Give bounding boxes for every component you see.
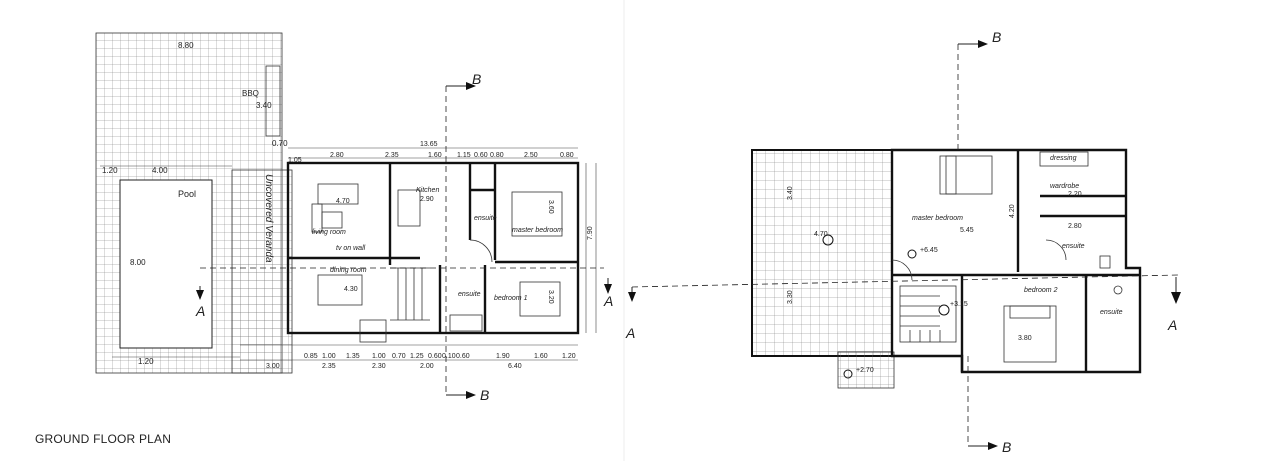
kitchen-label: Kitchen: [416, 187, 439, 194]
ensuite2-label: ensuite: [1100, 309, 1123, 316]
bedroom2-dim: 3.80: [1018, 335, 1032, 342]
ground-floor-outline: [286, 161, 580, 335]
bottom-dims-row-2: 3.00 2.35 2.30 2.00 6.40: [266, 363, 522, 370]
bottom-dim: 1.35: [346, 353, 360, 360]
master-bedroom-ff-label: master bedroom: [912, 215, 963, 222]
first-floor-outline: [890, 148, 1142, 374]
left-dim-bottom: 1.20: [138, 357, 154, 366]
master-bedroom-label: master bedroom: [512, 227, 563, 234]
bottom-dim: 1.00: [372, 353, 386, 360]
bottom-dim: 1.90: [496, 353, 510, 360]
ensuite-label-2: ensuite: [458, 291, 481, 298]
terrace: [751, 149, 893, 357]
dressing-label: dressing: [1050, 155, 1077, 162]
overall-top-dim: 13.65: [420, 141, 438, 148]
top-dim-7: 0.80: [490, 152, 504, 159]
top-dim-3: 2.35: [385, 152, 399, 159]
section-a-right-label: A: [603, 293, 613, 309]
wardrobe-dim: 2.20: [1068, 191, 1082, 198]
bbq-dim: 3.40: [256, 101, 272, 110]
living-room-dim: 4.70: [336, 198, 350, 205]
bedroom2-label: bedroom 2: [1024, 287, 1058, 294]
section-a-ff-left-label: A: [625, 325, 635, 341]
section-a-left-label: A: [195, 303, 205, 319]
bottom-dims-row: 0.85 1.00 1.35 1.00 0.70 1.25 0.60 0.10 …: [304, 353, 576, 360]
overall-right-dim: 7.90: [587, 226, 594, 240]
bottom-dim: 0.10: [442, 353, 456, 360]
bottom-dim: 2.30: [372, 363, 386, 370]
bbq-label: BBQ: [242, 89, 259, 98]
ensuite-ff-label: ensuite: [1062, 243, 1085, 250]
section-b-ff-bottom-label: B: [1002, 439, 1011, 455]
ground-floor-plan: Pool 8.00 4.00 8.80 1.20 1.20 BBQ 3.40 0…: [95, 32, 613, 403]
master-bedroom-ff-dim: 5.45: [960, 227, 974, 234]
living-room-label: living room: [312, 229, 346, 236]
pool-width-dim: 4.00: [152, 166, 168, 175]
bottom-dim: 1.00: [322, 353, 336, 360]
bottom-dim: 3.00: [266, 363, 280, 370]
level-6-45: +6.45: [920, 247, 938, 254]
bottom-dim: 2.35: [322, 363, 336, 370]
pool: [119, 179, 213, 349]
ensuite-label-1: ensuite: [474, 215, 497, 222]
section-a-ff-right-label: A: [1167, 317, 1177, 333]
bottom-dim: 0.85: [304, 353, 318, 360]
pool-label: Pool: [178, 189, 196, 199]
master-bedroom-dim: 3.60: [547, 200, 554, 214]
bottom-dim: 0.60: [428, 353, 442, 360]
section-b-ff-top-label: B: [992, 29, 1001, 45]
top-dim-1: 1.05: [288, 157, 302, 164]
wardrobe-label: wardrobe: [1050, 183, 1079, 190]
terrace-width-dim: 4.70: [814, 231, 828, 238]
terrace-height-dim-2: 3.30: [787, 290, 794, 304]
terrace-height-dim: 3.40: [787, 186, 794, 200]
kitchen-dim: 2.90: [420, 196, 434, 203]
master-bedroom-ff-h: 4.20: [1009, 204, 1016, 218]
top-dim-4: 1.60: [428, 152, 442, 159]
plan-caption: GROUND FLOOR PLAN: [35, 432, 172, 446]
bottom-dim: 2.00: [420, 363, 434, 370]
dining-room-dim: 4.30: [344, 286, 358, 293]
bottom-dim: 1.20: [562, 353, 576, 360]
bottom-dim: 0.70: [392, 353, 406, 360]
bottom-dim: 6.40: [508, 363, 522, 370]
dining-room-label: dining room: [330, 267, 367, 274]
step-dim: 0.70: [272, 139, 288, 148]
level-2-70: +2.70: [856, 367, 874, 374]
top-dim-2: 2.80: [330, 152, 344, 159]
bottom-dim: 1.25: [410, 353, 424, 360]
tv-label: tv on wall: [336, 245, 366, 252]
bedroom1-dim: 3.20: [547, 290, 554, 304]
bottom-dim: 0.60: [456, 353, 470, 360]
veranda-label: Uncovered Veranda: [263, 174, 274, 263]
deck-width-dim: 8.80: [178, 41, 194, 50]
bedroom1-label: bedroom 1: [494, 295, 528, 302]
section-b-bottom-label: B: [480, 387, 489, 403]
top-dim-6: 0.60: [474, 152, 488, 159]
top-dim-9: 0.80: [560, 152, 574, 159]
level-3-15: +3.15: [950, 301, 968, 308]
bottom-dim: 1.60: [534, 353, 548, 360]
section-b-top-label: B: [472, 71, 481, 87]
ensuite-ff-dim: 2.80: [1068, 223, 1082, 230]
top-dim-8: 2.50: [524, 152, 538, 159]
pool-length-dim: 8.00: [130, 258, 146, 267]
left-dim-top: 1.20: [102, 166, 118, 175]
top-dim-5: 1.15: [457, 152, 471, 159]
first-floor-plan: +2.70 4.70 3.40 3.30 +3.15: [625, 29, 1181, 455]
